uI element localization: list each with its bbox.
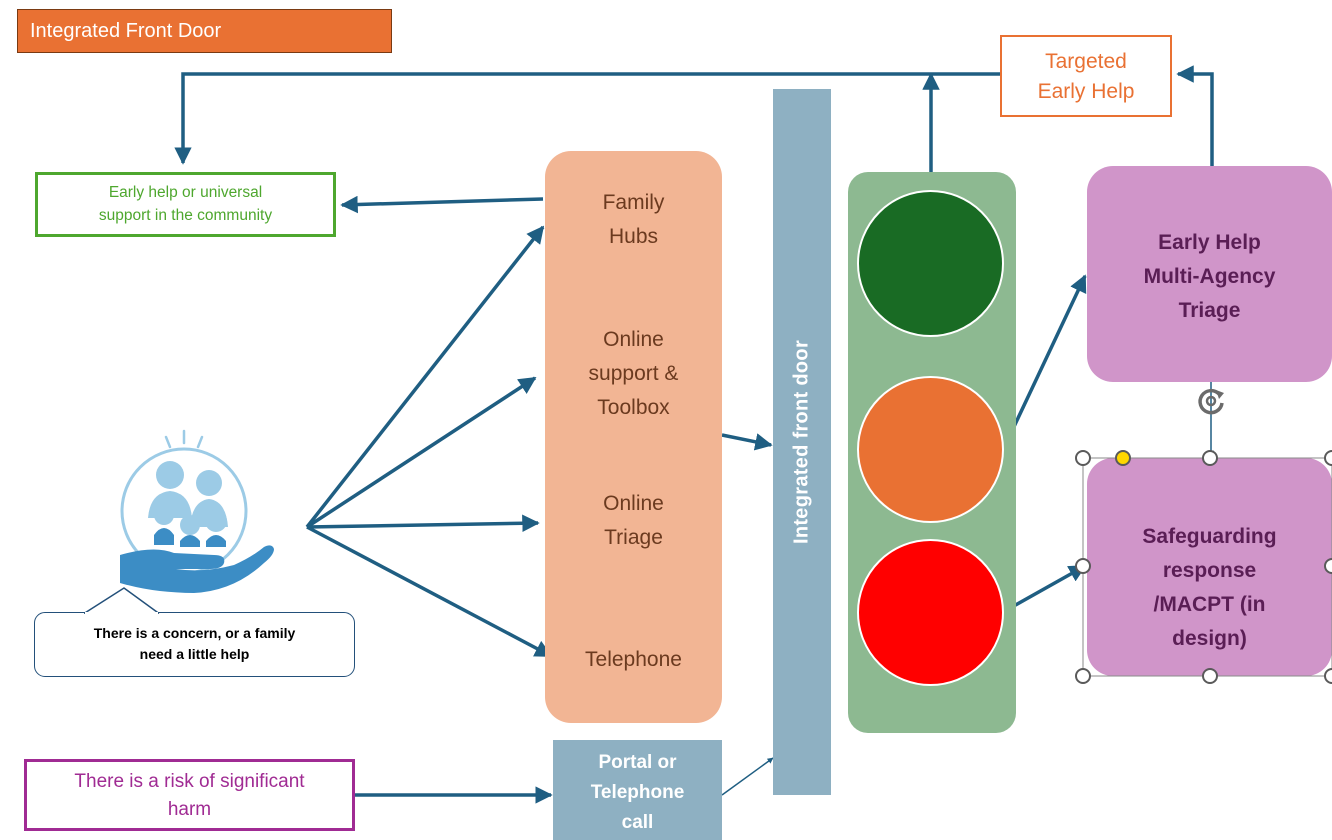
red-light [857,539,1004,686]
channel-family-hubs: Family Hubs [545,186,722,254]
risk-of-harm-box: There is a risk of significant harm [24,759,355,831]
channel-online-triage: Online Triage [545,487,722,555]
concern-line-2: need a little help [139,646,250,662]
arrow-top-loop [174,72,1000,165]
channel-online-support-line-1: Online [603,328,664,351]
triage-line-2: Multi-Agency [1143,265,1276,288]
channel-online-triage-line-1: Online [603,492,664,515]
arrow-red-to-safeguarding [1002,564,1087,614]
arrow-orange-to-triage [1001,274,1087,451]
speech-bubble-tail [84,587,160,614]
page-title: Integrated Front Door [17,9,392,53]
early-help-community-box: Early help or universal support in the c… [35,172,336,237]
green-light [857,190,1004,337]
arrow-portal-to-ifd [721,757,774,796]
targeted-line-2: Early Help [1037,80,1135,103]
triage-line-1: Early Help [1158,231,1261,254]
channel-online-support: Online support & Toolbox [545,323,722,425]
arrow-triage-to-targeted [1176,65,1214,166]
channel-online-support-line-3: Toolbox [597,396,670,419]
safeguarding-line-4: design) [1172,627,1247,650]
triage-line-3: Triage [1178,299,1241,322]
channel-online-triage-line-2: Triage [604,526,663,549]
targeted-line-1: Targeted [1045,50,1127,73]
risk-line-1: There is a risk of significant [74,771,305,792]
arrow-hubs-to-community [340,195,544,214]
arrow-fan-triage [306,514,540,533]
safeguarding-line-3: /MACPT (in [1153,593,1266,616]
safeguarding-line-2: response [1162,559,1257,582]
early-help-line-2: support in the community [98,207,273,224]
concern-line-1: There is a concern, or a family [93,625,296,641]
portal-line-1: Portal or [598,752,677,773]
arrow-fan-telephone [306,525,553,658]
access-channels-panel [545,151,722,723]
arrow-fan-online [306,376,537,529]
safeguarding-line-1: Safeguarding [1142,525,1277,548]
family-in-hand-icon [120,429,274,593]
channel-online-support-line-2: support & [588,362,679,385]
concern-speech-bubble: There is a concern, or a family need a l… [34,612,355,677]
portal-line-3: call [621,812,654,833]
arrow-fan-hubs [305,225,545,529]
integrated-front-door-text: Integrated front door [790,339,813,545]
channel-family-hubs-line-1: Family [602,191,665,214]
arrow-channels-to-ifd [721,433,773,451]
early-help-line-1: Early help or universal [108,184,263,201]
channel-telephone-line-1: Telephone [585,648,682,671]
rotate-handle-icon[interactable] [1194,386,1228,416]
integrated-front-door-bar [773,89,831,795]
portal-telephone-box: Portal or Telephone call [553,740,722,840]
channel-family-hubs-line-2: Hubs [608,225,659,248]
channel-telephone: Telephone [545,643,722,677]
orange-light [857,376,1004,523]
targeted-early-help-box: Targeted Early Help [1000,35,1172,117]
portal-line-2: Telephone [590,782,685,803]
safeguarding-response-box[interactable]: Safeguarding response /MACPT (in design) [1087,458,1332,676]
early-help-triage-box: Early Help Multi-Agency Triage [1087,166,1332,382]
risk-line-2: harm [167,799,212,820]
